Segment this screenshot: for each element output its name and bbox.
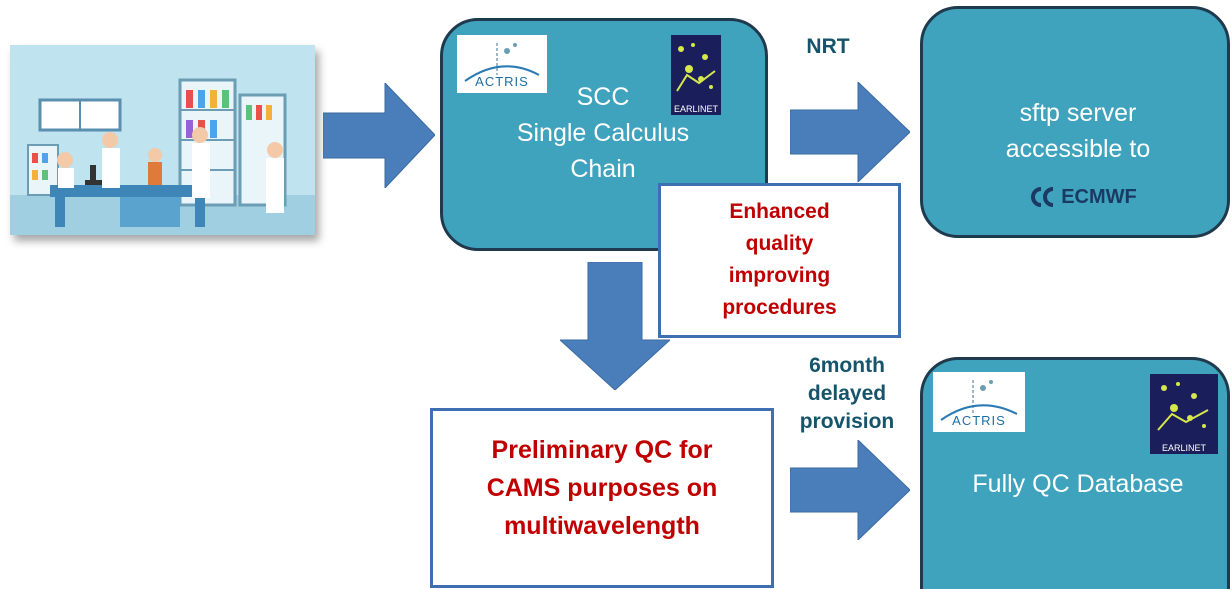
preliminary-qc-box: Preliminary QC for CAMS purposes on mult… [430, 408, 774, 588]
enhanced-line1: Enhanced [729, 200, 830, 223]
right-arrow [322, 81, 436, 193]
database-title: Fully QC Database [972, 470, 1184, 498]
delay-label: 6month delayed provision [784, 352, 910, 436]
preliminary-text: Preliminary QC for CAMS purposes on mult… [433, 431, 771, 545]
ecmwf-logo-text: ECMWF [1061, 185, 1137, 208]
ecmwf-logo: ECMWF [1013, 182, 1153, 212]
right-arrow [789, 80, 911, 187]
actris-logo-text: ACTRIS [952, 413, 1006, 428]
earlinet-logo-text: EARLINET [1161, 443, 1206, 453]
actris-logo-icon [464, 43, 540, 82]
down-arrow [558, 261, 672, 395]
enhanced-text: Enhanced quality improving procedures [661, 196, 898, 324]
delay-line3: provision [799, 410, 895, 433]
right-arrow-icon [789, 80, 911, 184]
earlinet-logo-icon [1157, 382, 1209, 431]
sftp-box: sftp server accessible to ECMWF [920, 6, 1230, 238]
scc-line2: Single Calculus [516, 119, 690, 147]
right-arrow [789, 438, 911, 545]
sftp-line2: accessible to [1005, 135, 1151, 163]
enhanced-quality-box: Enhanced quality improving procedures [658, 183, 901, 338]
delay-line2: delayed [807, 382, 887, 405]
preliminary-line2: CAMS purposes on [486, 474, 718, 502]
enhanced-line2: quality [745, 232, 814, 255]
actris-logo-icon [940, 380, 1018, 421]
earlinet-logo-icon [676, 43, 716, 92]
scc-text: SCC Single Calculus Chain [463, 79, 743, 187]
actris-logo: ACTRIS [457, 35, 547, 93]
down-arrow-icon [558, 261, 672, 391]
sftp-text: sftp server accessible to [933, 95, 1223, 167]
preliminary-line1: Preliminary QC for [491, 436, 713, 464]
nrt-label: NRT [806, 35, 850, 58]
right-arrow-icon [322, 81, 436, 190]
lab-scene-icon [10, 45, 315, 235]
enhanced-line3: improving [728, 264, 831, 287]
scc-title: SCC [576, 83, 630, 111]
database-box: ACTRIS EARLINET Fully QC Database [920, 357, 1230, 589]
right-arrow-icon [789, 438, 911, 542]
enhanced-line4: procedures [722, 296, 837, 319]
laboratory-illustration [10, 45, 315, 235]
earlinet-logo: EARLINET [1150, 374, 1218, 454]
sftp-line1: sftp server [1019, 99, 1137, 127]
delay-line1: 6month [809, 354, 885, 377]
earlinet-logo: EARLINET [671, 35, 721, 115]
preliminary-line3: multiwavelength [504, 512, 700, 540]
earlinet-logo-text: EARLINET [673, 104, 718, 114]
actris-logo: ACTRIS [933, 372, 1025, 432]
ecmwf-logo-icon [1031, 187, 1054, 207]
scc-line3: Chain [570, 155, 636, 183]
actris-logo-text: ACTRIS [475, 74, 529, 89]
